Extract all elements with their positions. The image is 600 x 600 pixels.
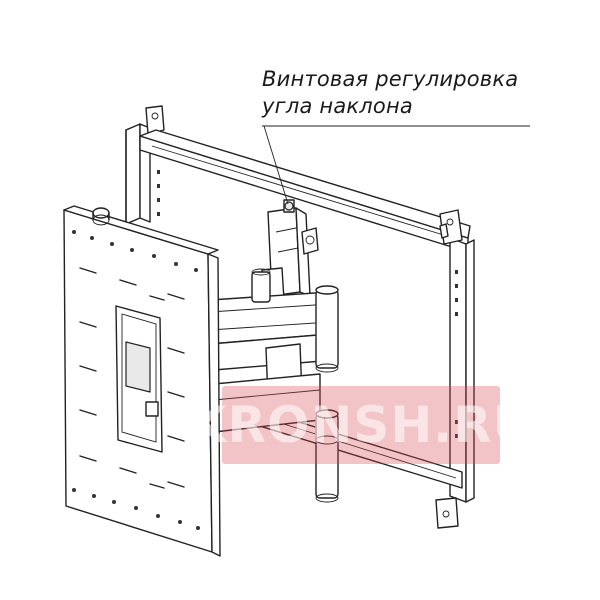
callout-leader [262, 125, 530, 205]
callout-line-1: Винтовая регулировка [262, 67, 519, 91]
swing-arm [209, 268, 339, 503]
watermark-text: KRONSH.RU [187, 396, 535, 454]
watermark-badge: KRONSH.RU [188, 386, 533, 464]
callout-line-2: угла наклона [262, 94, 413, 118]
tilt-mechanism [261, 199, 319, 303]
callout-label: Винтовая регулировка угла наклона [262, 66, 518, 120]
tv-plate [63, 205, 221, 557]
wall-plate [125, 105, 475, 529]
